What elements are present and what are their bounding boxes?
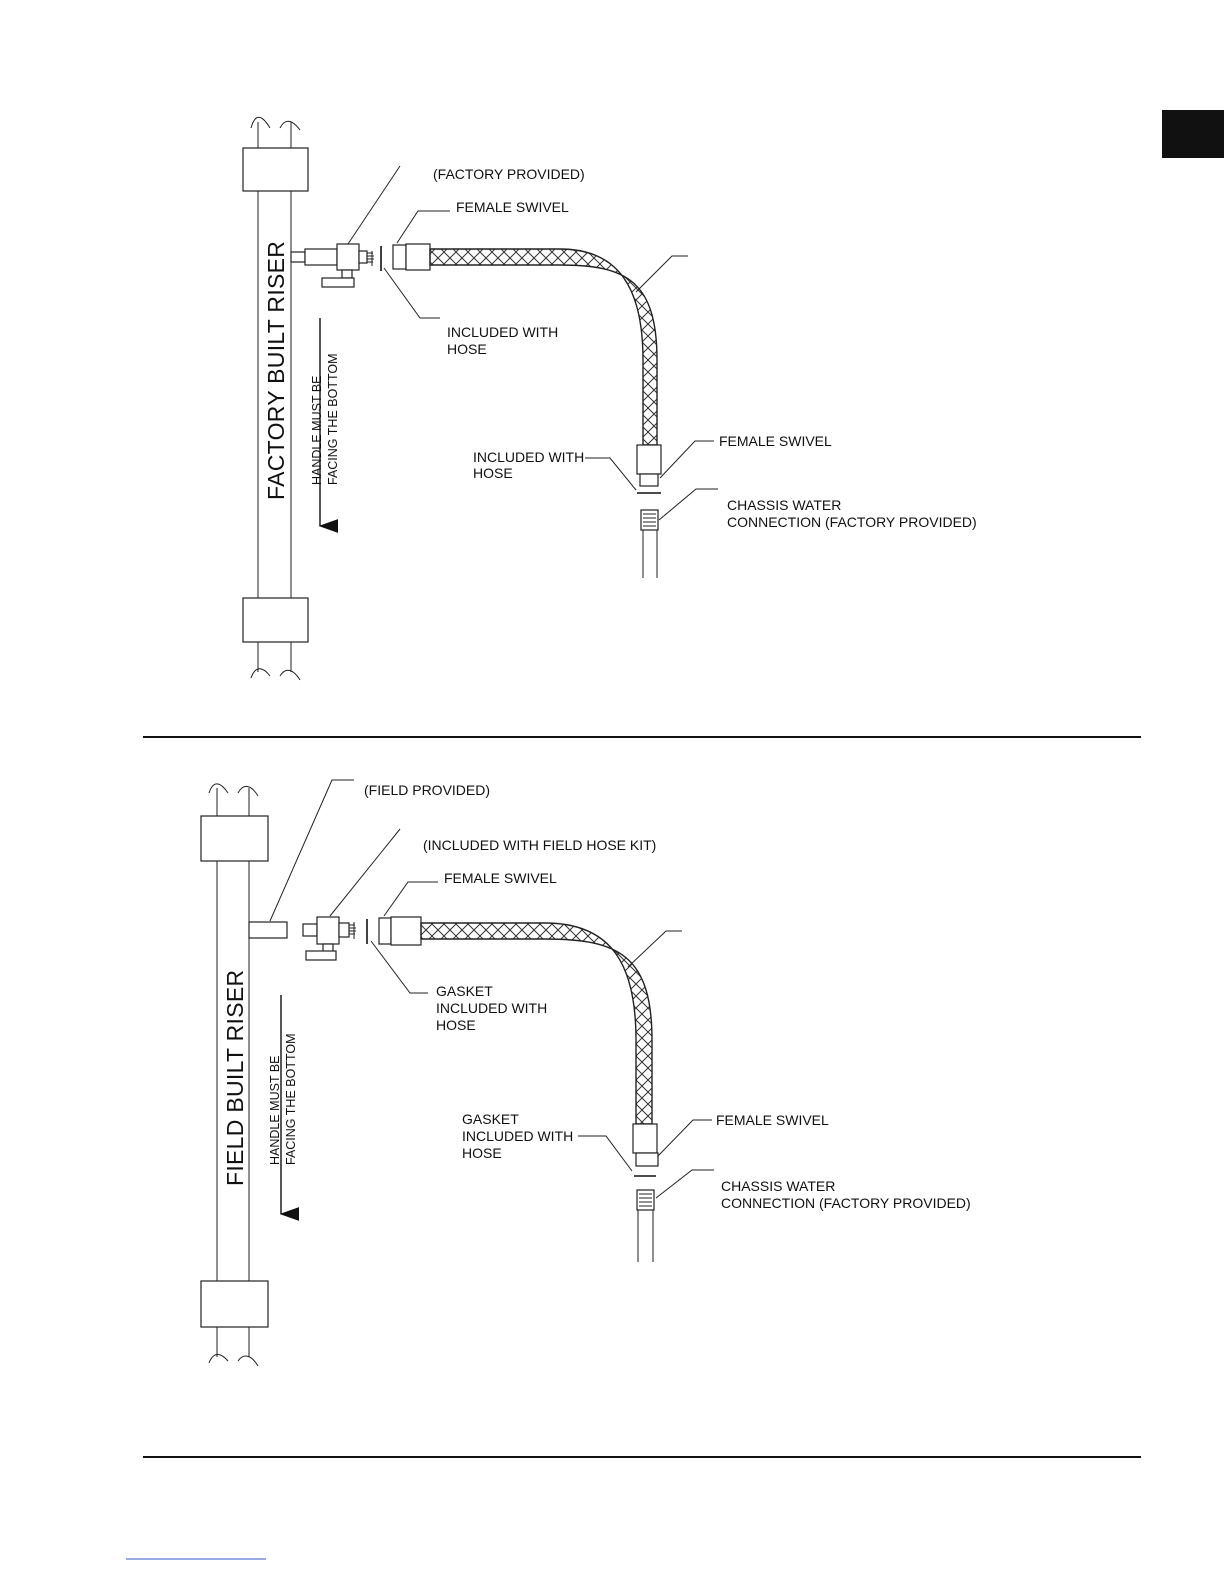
- bottom-swivel-note: FEMALE SWIVEL: [716, 1112, 829, 1128]
- valve-note: (INCLUDED WITH FIELD HOSE KIT): [423, 837, 656, 853]
- top-female-swivel: [378, 917, 392, 945]
- handle-note-line1: HANDLE MUST BE: [268, 1055, 282, 1165]
- bottom-female-swivel: [636, 444, 662, 475]
- top-swivel-leader: [383, 881, 438, 917]
- top-swivel-note: FEMALE SWIVEL: [444, 870, 557, 886]
- chassis-note-line2: CONNECTION (FACTORY PROVIDED): [727, 514, 977, 530]
- bottom-gasket-note-line2: HOSE: [473, 465, 513, 481]
- top-swivel-leader: [396, 210, 450, 244]
- handle-note-line1: HANDLE MUST BE: [310, 375, 324, 485]
- top-swivel-note: FEMALE SWIVEL: [456, 199, 569, 215]
- riser-pipe: [200, 783, 269, 1367]
- chassis-note-line1: CHASSIS WATER: [727, 497, 841, 513]
- valve-leader: [347, 165, 401, 245]
- ball-valve: [290, 243, 374, 288]
- hose-leader: [627, 930, 682, 968]
- field-pipe-stub: [248, 921, 288, 939]
- riser-label: FACTORY BUILT RISER: [263, 241, 289, 500]
- valve-leader: [329, 828, 401, 917]
- hose-leader: [635, 255, 688, 293]
- chassis-leader: [658, 488, 718, 521]
- chassis-note-line2: CONNECTION (FACTORY PROVIDED): [721, 1195, 971, 1211]
- top-gasket-note-line2: HOSE: [447, 341, 487, 357]
- top-gasket-note-line2: INCLUDED WITH: [436, 1000, 547, 1016]
- chassis-water-connection: [640, 509, 659, 578]
- bottom-swivel-leader: [659, 440, 714, 479]
- bottom-gasket-leader: [578, 1135, 633, 1172]
- top-gasket-note-line1: INCLUDED WITH: [447, 324, 558, 340]
- chassis-note-line1: CHASSIS WATER: [721, 1178, 835, 1194]
- handle-note-line2: FACING THE BOTTOM: [284, 1034, 298, 1166]
- riser-label: FIELD BUILT RISER: [222, 970, 248, 1186]
- stub-note: (FIELD PROVIDED): [364, 782, 490, 798]
- bottom-swivel-note: FEMALE SWIVEL: [719, 433, 832, 449]
- top-gasket-leader: [383, 267, 440, 319]
- bottom-gasket-note-line3: HOSE: [462, 1145, 502, 1161]
- bottom-female-swivel: [632, 1123, 658, 1154]
- riser-pipe: [242, 116, 309, 681]
- valve-note: (FACTORY PROVIDED): [433, 166, 585, 182]
- stub-leader: [269, 779, 354, 922]
- chassis-water-connection: [636, 1189, 655, 1262]
- bottom-swivel-leader: [657, 1119, 712, 1157]
- page-tab-marker: [1162, 110, 1224, 158]
- bottom-gasket-leader: [585, 457, 637, 491]
- ball-valve: [302, 916, 356, 961]
- bottom-gasket-note-line2: INCLUDED WITH: [462, 1128, 573, 1144]
- handle-note-line2: FACING THE BOTTOM: [326, 354, 340, 486]
- figure-field-riser: FIELD BUILT RISER HANDLE MUST BE FACING …: [200, 779, 971, 1367]
- top-female-swivel: [392, 244, 407, 270]
- chassis-leader: [655, 1169, 714, 1199]
- top-gasket-note-line1: GASKET: [436, 983, 493, 999]
- top-gasket-note-line3: HOSE: [436, 1017, 476, 1033]
- figure-factory-riser: FACTORY BUILT RISER HANDLE MUST BE FACIN…: [242, 116, 977, 681]
- top-gasket-leader: [370, 940, 428, 994]
- bottom-gasket-note-line1: INCLUDED WITH: [473, 449, 584, 465]
- bottom-gasket-note-line1: GASKET: [462, 1111, 519, 1127]
